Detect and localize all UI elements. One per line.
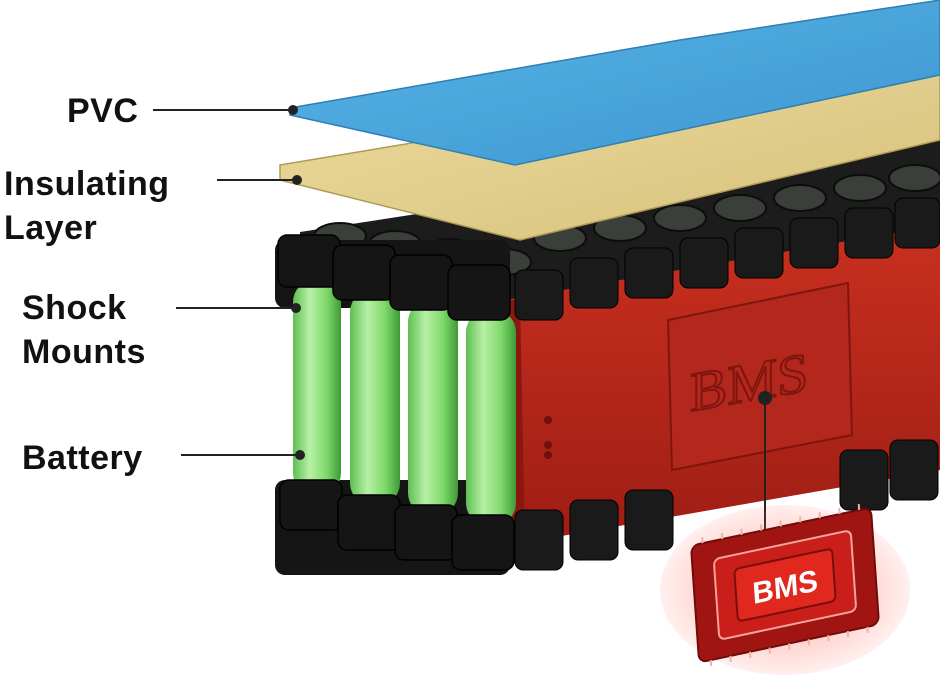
battery-cell xyxy=(408,300,458,515)
label-shock-mounts: Shock Mounts xyxy=(22,289,146,371)
battery-cell xyxy=(293,280,341,495)
bms-chip: BMS xyxy=(660,503,910,675)
label-insulating-layer: Insulating Layer xyxy=(4,165,170,247)
battery-cells xyxy=(293,280,516,525)
battery-cell xyxy=(350,290,400,505)
bms-panel xyxy=(666,281,854,472)
label-pvc: PVC xyxy=(67,92,139,130)
battery-cell xyxy=(466,310,516,525)
pvc-sheet xyxy=(289,0,940,166)
label-battery: Battery xyxy=(22,439,143,477)
